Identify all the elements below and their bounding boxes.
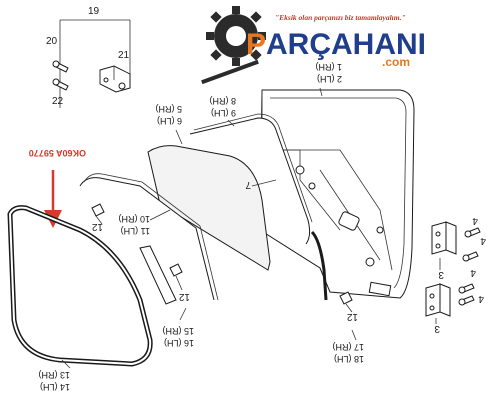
callout-12-middle: 12 — [178, 291, 190, 302]
callout-18: 18 (LH) — [334, 354, 364, 364]
callout-4-d: 4 — [478, 293, 484, 304]
callout-10: 10 (RH) — [118, 214, 150, 224]
door-weatherstrip: 13 (RH) 14 (LH) — [7, 205, 153, 392]
callout-9: 9 (LH) — [211, 108, 236, 118]
callout-11: 11 (LH) — [121, 226, 150, 236]
hinge-bolt — [458, 295, 475, 306]
callout-19: 19 — [88, 6, 100, 17]
callout-15: 15 (RH) — [162, 326, 194, 336]
gear-icon — [206, 6, 266, 66]
bolt-set: 4 4 4 4 — [458, 215, 486, 306]
regulator: 7 — [245, 179, 277, 190]
callout-group-15-16: 15 (RH) 16 (LH) — [162, 307, 194, 348]
callout-3-lower: 3 — [434, 323, 440, 334]
callout-6: 6 (LH) — [157, 116, 182, 126]
callout-4-b: 4 — [480, 235, 486, 246]
callout-12-lower: 12 — [346, 311, 358, 322]
callout-7: 7 — [245, 179, 251, 190]
callout-1: 1 (RH) — [315, 62, 342, 72]
bolt-part — [52, 60, 69, 73]
bolt-part — [52, 78, 69, 91]
callout-13: 13 (RH) — [38, 370, 70, 380]
hinge-bolt — [458, 283, 475, 294]
clip-part-lower: 12 — [339, 291, 358, 322]
callout-4-a: 4 — [472, 215, 478, 226]
inner-weatherstrip: 17 (RH) 18 (LH) — [310, 230, 364, 364]
callout-14: 14 (LH) — [40, 382, 70, 392]
callout-5: 5 (RH) — [155, 104, 182, 114]
callout-21: 21 — [118, 50, 130, 61]
hinge-bolt — [462, 251, 479, 262]
logo-brand-p: P — [246, 28, 266, 61]
part-code-annotation: OK60A 59770 — [29, 148, 86, 228]
hinge-upper: 3 — [431, 221, 457, 280]
logo-brand-rest: ARÇAHANI — [266, 28, 426, 61]
logo-slogan: "Eksik olan parçanızı biz tamamlayalım." — [275, 13, 406, 22]
callout-17: 17 (RH) — [332, 342, 364, 352]
hinge-bracket-group: 19 20 21 22 — [46, 6, 131, 108]
hinge-bolt — [464, 227, 481, 238]
callout-12-upper: 12 — [91, 221, 103, 232]
logo: "Eksik olan parçanızı biz tamamlayalım."… — [201, 6, 426, 85]
part-code-label: OK60A 59770 — [29, 148, 86, 158]
clip-part-middle: 12 — [139, 245, 190, 305]
callout-16: 16 (LH) — [164, 338, 194, 348]
callout-2: 2 (LH) — [317, 74, 342, 84]
callout-8: 8 (RH) — [209, 96, 236, 106]
logo-domain: .com — [382, 55, 410, 69]
callout-20: 20 — [46, 36, 58, 47]
door-shell: 1 (RH) 2 (LH) — [259, 62, 415, 299]
callout-3-upper: 3 — [438, 269, 444, 280]
clip-part-upper: 12 — [91, 203, 105, 232]
callout-22: 22 — [52, 96, 64, 107]
wrench-icon — [201, 59, 259, 85]
callout-4-c: 4 — [470, 267, 476, 278]
door-glass: 5 (RH) 6 (LH) — [147, 104, 271, 271]
bracket-part — [99, 65, 131, 93]
hinge-lower: 3 — [425, 283, 451, 334]
